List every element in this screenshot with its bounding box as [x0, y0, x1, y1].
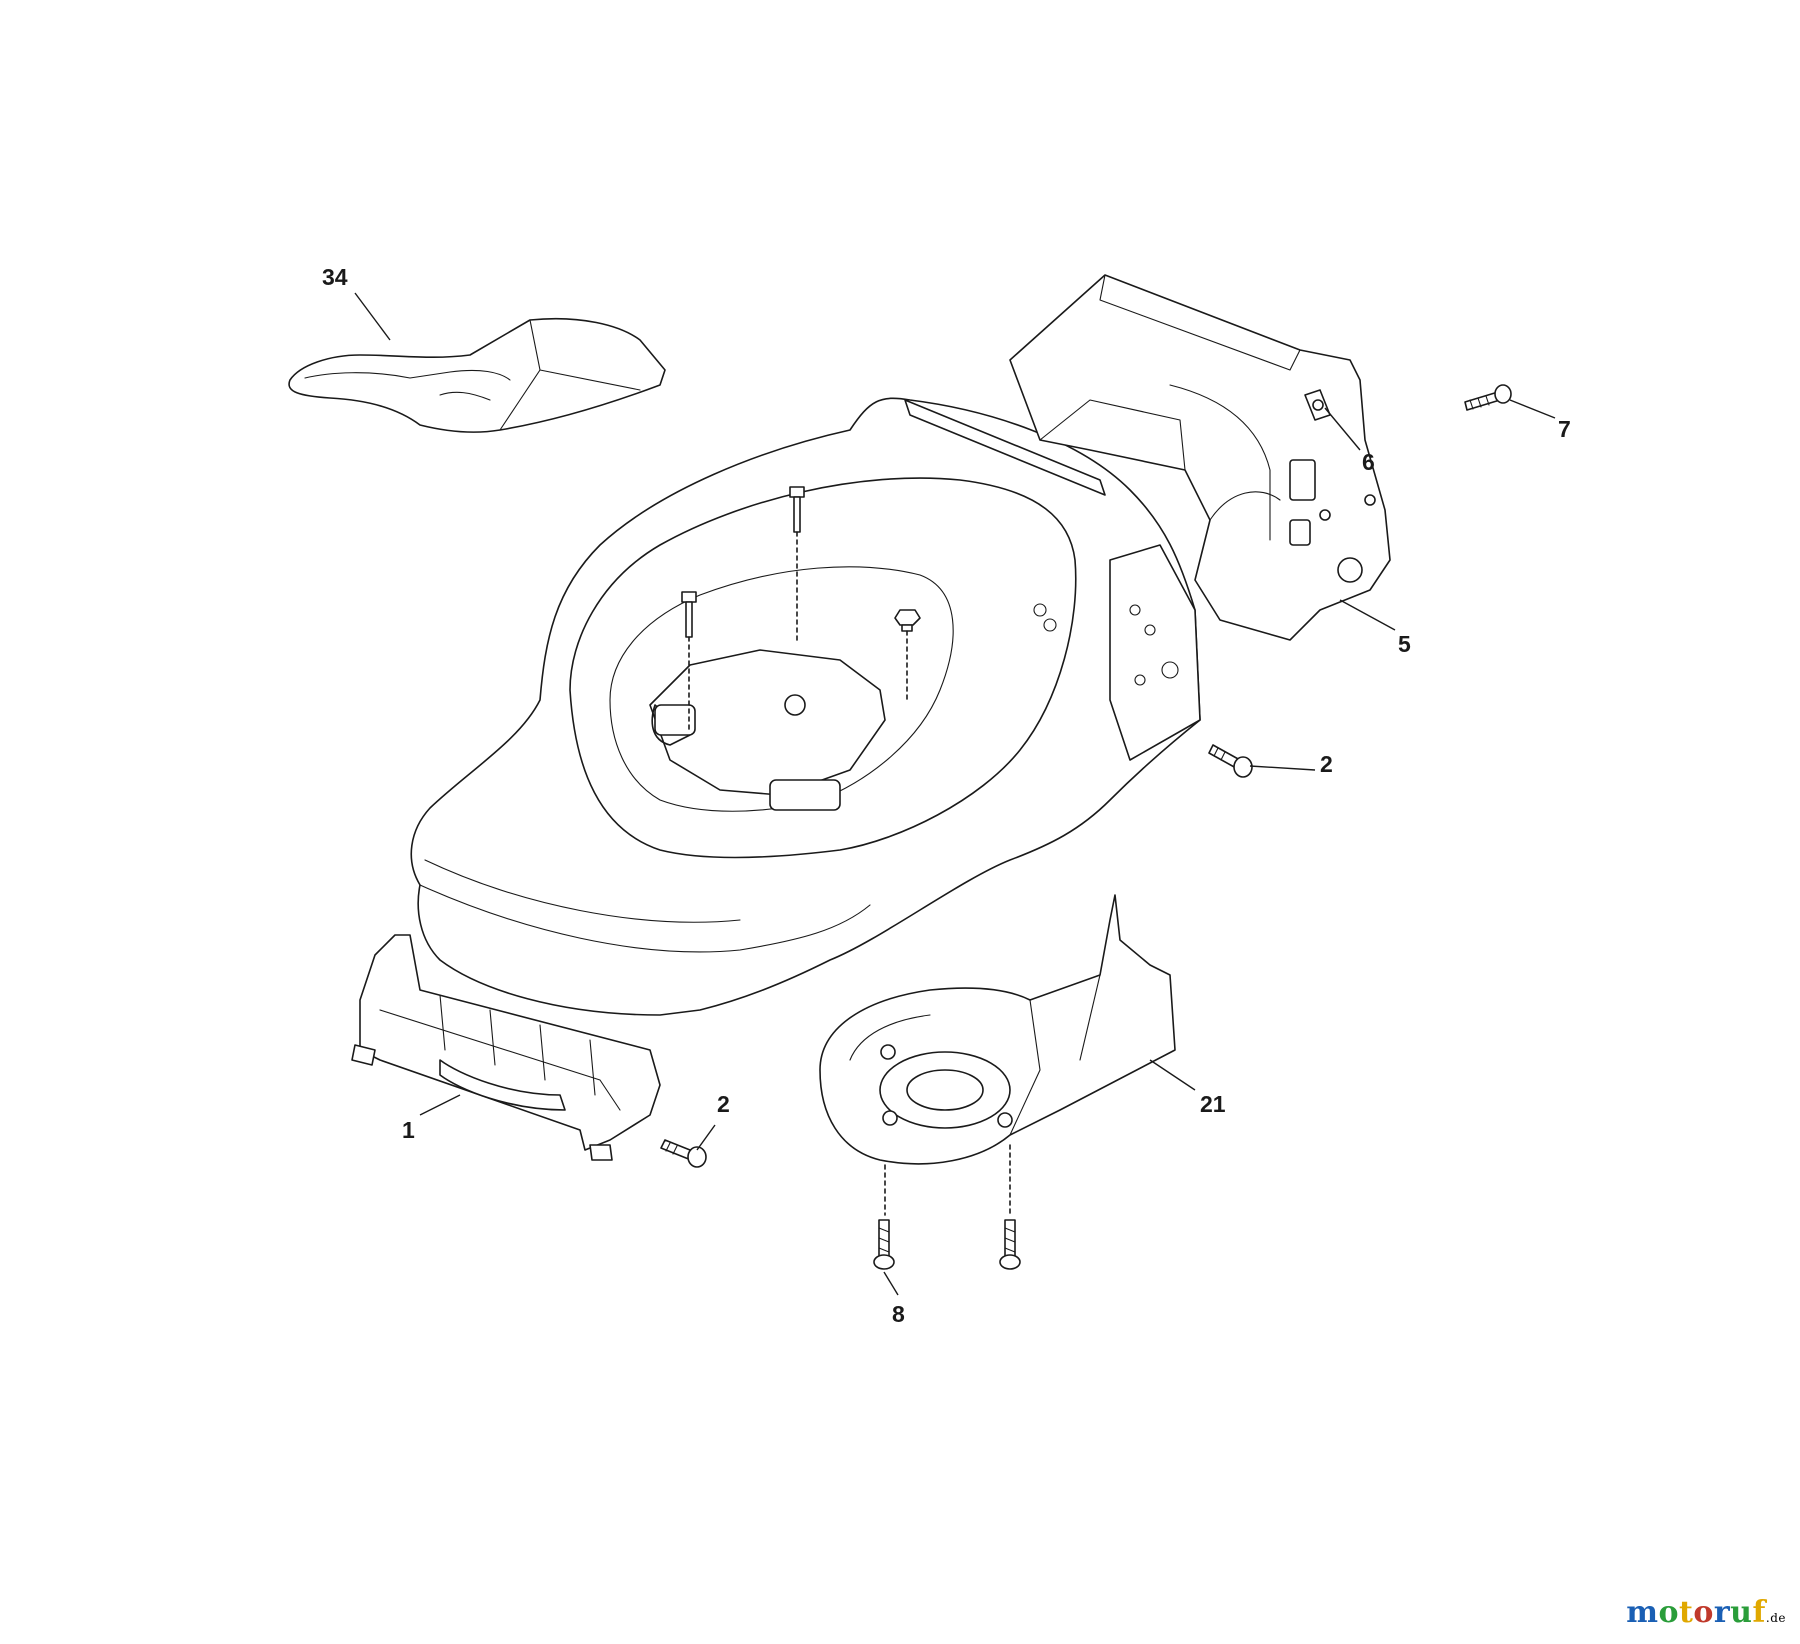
watermark-letter: u [1730, 1595, 1753, 1630]
watermark-letter: o [1693, 1595, 1714, 1630]
mower-deck [410, 397, 1201, 1016]
screw-2-right [1208, 744, 1253, 778]
callout-6: 6 [1362, 449, 1375, 475]
watermark-letter: o [1658, 1595, 1679, 1630]
leader-lines [354, 292, 1556, 1296]
part-21-side-chute [819, 894, 1176, 1216]
callout-labels: 34 7 6 5 2 2 1 21 8 [322, 264, 1571, 1327]
watermark-suffix: .de [1765, 1611, 1786, 1625]
screw-8-left [873, 1219, 895, 1270]
callout-8: 8 [892, 1301, 905, 1327]
callout-2-left: 2 [717, 1091, 730, 1117]
watermark-letter: m [1626, 1595, 1659, 1630]
watermark-letter: r [1713, 1595, 1731, 1630]
callout-7: 7 [1558, 416, 1571, 442]
screw-7 [1464, 384, 1512, 411]
callout-2-right: 2 [1320, 751, 1333, 777]
watermark-letter: t [1678, 1595, 1694, 1630]
screw-8-right [999, 1219, 1021, 1270]
deck-bolts [681, 486, 921, 731]
watermark-logo: motoruf.de [1626, 1595, 1786, 1630]
callout-5: 5 [1398, 631, 1411, 657]
screw-2-left [660, 1139, 707, 1168]
part-5-rear-housing [1009, 274, 1391, 641]
callout-21: 21 [1200, 1091, 1226, 1117]
callout-34: 34 [322, 264, 348, 290]
watermark-brand: motoruf [1626, 1595, 1766, 1630]
watermark-letter: f [1752, 1595, 1766, 1630]
callout-1: 1 [402, 1117, 415, 1143]
part-34-deflector [288, 317, 666, 433]
part-1-front-bumper [351, 934, 661, 1161]
